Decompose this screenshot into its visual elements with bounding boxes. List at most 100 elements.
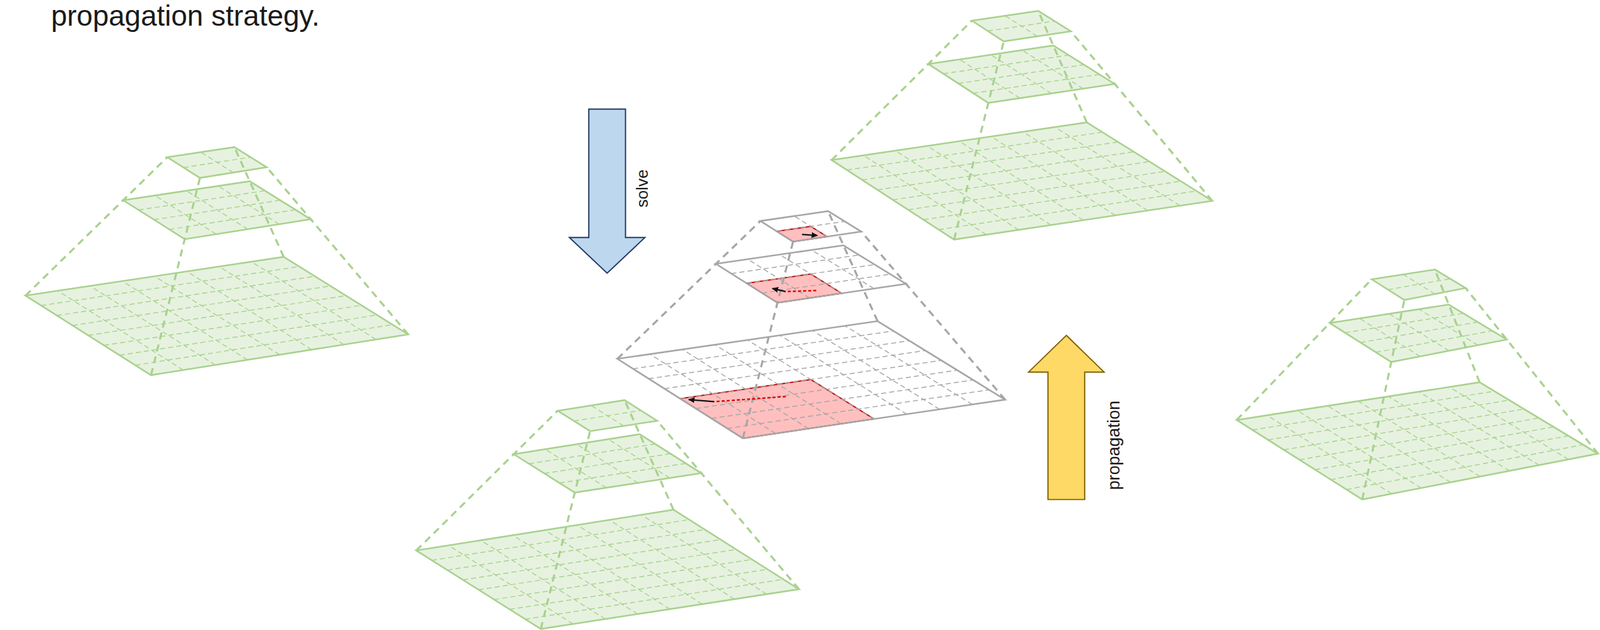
- pyramid-edge: [624, 400, 674, 510]
- grid-line: [895, 150, 1019, 231]
- grid-line: [747, 340, 874, 420]
- grid-line: [959, 59, 1020, 99]
- grid-line: [90, 286, 216, 366]
- grid-line: [1403, 274, 1436, 294]
- pyramid-edge: [1038, 10, 1087, 123]
- grid-line: [103, 305, 362, 346]
- pyramid-level: [928, 45, 1116, 104]
- level-outline: [971, 10, 1071, 42]
- grid-line: [748, 259, 811, 299]
- grid-line: [576, 524, 703, 604]
- grid-line: [1418, 391, 1540, 465]
- pyramid-level: [617, 321, 1005, 439]
- grid-line: [731, 254, 859, 274]
- grid-line: [494, 559, 752, 600]
- grid-line: [72, 286, 331, 326]
- level-outline: [416, 509, 800, 629]
- level-fill: [25, 256, 409, 376]
- pyramid-edge: [1361, 300, 1404, 500]
- grid-line: [1023, 131, 1148, 211]
- grid-line: [632, 330, 894, 369]
- level-fill: [123, 181, 311, 240]
- grid-line: [1252, 391, 1495, 431]
- grid-line: [57, 276, 316, 316]
- level-fill: [1371, 269, 1466, 301]
- level-fill: [716, 245, 906, 304]
- pyramid-level: [831, 122, 1213, 240]
- grid-line: [138, 191, 265, 211]
- grid-line: [201, 152, 234, 173]
- arrow-label: propagation: [1105, 400, 1124, 491]
- grid-line: [1299, 417, 1539, 460]
- pyramid-level: [557, 400, 658, 432]
- pyramid-level: [760, 211, 862, 242]
- grid-line: [1388, 396, 1510, 472]
- level-outline: [1236, 382, 1599, 500]
- grid-line: [1021, 50, 1084, 89]
- grid-line: [664, 350, 926, 390]
- cell-arrows: [688, 234, 817, 402]
- grid-line: [528, 444, 655, 465]
- pyramid-level: [167, 147, 267, 178]
- pyramid-edge: [954, 41, 1004, 240]
- grid-line: [1345, 313, 1464, 333]
- grid-line: [1358, 401, 1481, 477]
- grid-line: [1418, 309, 1478, 346]
- grid-line: [218, 186, 280, 225]
- grid-line: [545, 529, 671, 609]
- level-fill: [1236, 382, 1599, 500]
- pyramid-edge: [1434, 269, 1480, 383]
- grid-line: [1004, 15, 1037, 37]
- level-outline: [1371, 269, 1466, 301]
- grid-line: [991, 136, 1116, 216]
- pyramid-edge: [1465, 288, 1599, 454]
- level-fill: [971, 10, 1071, 42]
- grid-line: [959, 140, 1084, 220]
- pyramid-edge: [1236, 279, 1372, 421]
- small-arrow: [688, 399, 715, 402]
- pyramid-level: [513, 434, 702, 493]
- pyramid-level: [971, 10, 1071, 42]
- level-fill: [1329, 304, 1508, 363]
- propagation-arrow: [1028, 335, 1105, 500]
- small-arrow: [801, 234, 817, 236]
- level-outline: [617, 321, 1005, 439]
- level-outline: [25, 256, 409, 376]
- pyramid-edge: [861, 231, 1006, 400]
- green-pyramid: [1236, 269, 1599, 500]
- grid-line: [1283, 409, 1524, 450]
- pyramid-edge: [831, 20, 972, 161]
- grid-line: [779, 335, 907, 415]
- grid-line: [431, 519, 690, 561]
- level-outline: [831, 122, 1213, 240]
- grid-line: [591, 405, 624, 426]
- pyramid-edge: [1070, 31, 1213, 202]
- grid-line: [812, 330, 940, 410]
- grid-line: [908, 171, 1166, 210]
- pyramid-edge: [150, 177, 200, 376]
- pyramid-edge: [828, 211, 878, 322]
- pyramid-level: [25, 256, 409, 376]
- level-outline: [1329, 304, 1508, 363]
- level-outline: [760, 211, 862, 242]
- grid-line: [877, 151, 1134, 190]
- pyramid-edge: [657, 420, 799, 590]
- grid-line: [186, 271, 312, 350]
- grid-line: [219, 266, 344, 346]
- grid-line: [811, 249, 874, 289]
- small-arrow: [772, 288, 786, 292]
- green-pyramid: [831, 10, 1213, 240]
- red-dotted-line: [714, 396, 786, 402]
- grid-line: [641, 514, 767, 595]
- pyramid-level: [416, 509, 800, 629]
- grey-pyramid: [617, 211, 1005, 439]
- grid-line: [927, 145, 1051, 225]
- grid-line: [1449, 387, 1569, 460]
- level-outline: [513, 434, 702, 493]
- level-fill: [167, 147, 267, 178]
- grid-line: [1389, 313, 1450, 351]
- grid-line: [608, 519, 735, 600]
- level-outline: [167, 147, 267, 178]
- highlight-cell: [776, 226, 827, 242]
